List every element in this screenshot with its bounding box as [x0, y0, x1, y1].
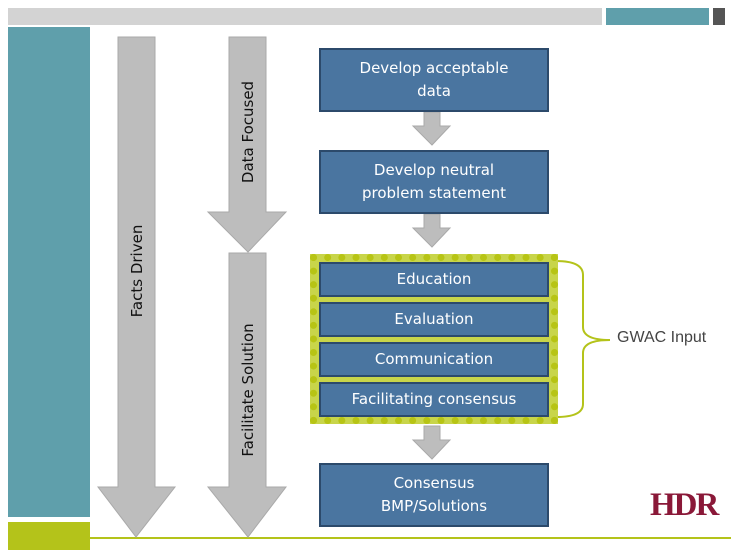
top-bar-dark	[713, 8, 725, 25]
education-box: Education	[319, 262, 549, 297]
consensus-line1: Consensus	[393, 474, 475, 492]
facilitate-solution-arrow	[206, 252, 288, 538]
left-green-foot	[8, 522, 90, 550]
top-bar-teal	[606, 8, 709, 25]
connector-arrow-1	[411, 111, 452, 146]
evaluation-box: Evaluation	[319, 302, 549, 337]
neutral-statement-line2: problem statement	[361, 184, 507, 202]
facilitating-consensus-box: Facilitating consensus	[319, 382, 549, 417]
develop-data-box: Develop acceptable data	[319, 48, 549, 112]
top-bar-gray	[8, 8, 602, 25]
gwac-bracket	[555, 260, 611, 418]
data-focused-arrow	[206, 36, 288, 253]
communication-box: Communication	[319, 342, 549, 377]
consensus-line2: BMP/Solutions	[380, 497, 488, 515]
facts-driven-label: Facts Driven	[128, 224, 146, 318]
data-focused-label: Data Focused	[239, 80, 257, 184]
facilitate-solution-label: Facilitate Solution	[239, 323, 257, 457]
left-teal-band	[8, 27, 90, 517]
develop-data-line1: Develop acceptable	[359, 59, 509, 77]
bottom-green-line	[90, 537, 731, 539]
connector-arrow-3	[411, 425, 452, 460]
gwac-input-label: GWAC Input	[617, 329, 707, 346]
neutral-statement-box: Develop neutral problem statement	[319, 150, 549, 214]
consensus-box: Consensus BMP/Solutions	[319, 463, 549, 527]
facts-driven-arrow	[96, 36, 177, 538]
develop-data-line2: data	[417, 82, 451, 100]
connector-arrow-2	[411, 213, 452, 248]
hdr-logo: HDR	[650, 487, 719, 523]
neutral-statement-line1: Develop neutral	[373, 161, 495, 179]
